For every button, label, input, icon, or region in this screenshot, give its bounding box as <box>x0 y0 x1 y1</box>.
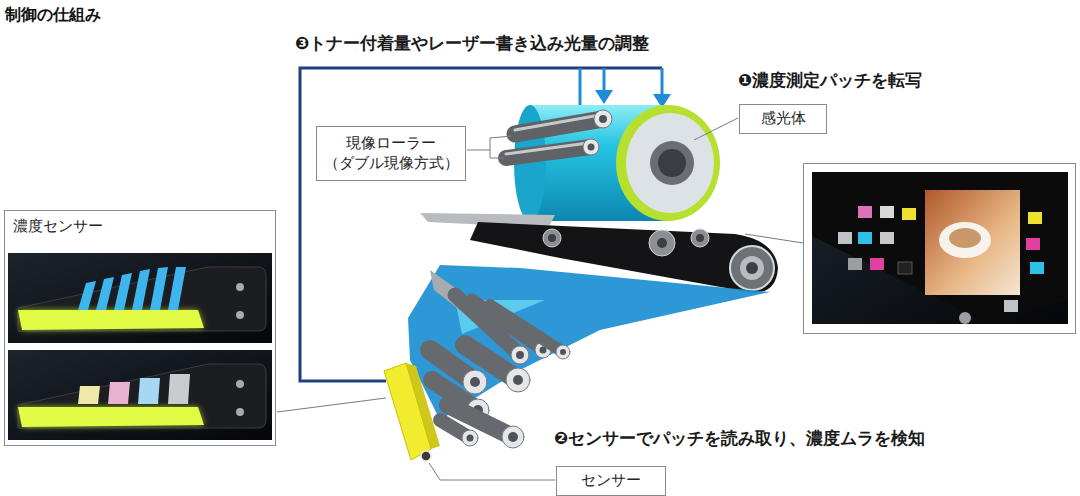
leader-line <box>745 234 803 243</box>
density-sensor-image <box>168 267 186 310</box>
roller-cluster <box>467 435 474 442</box>
transfer-belt <box>696 234 704 242</box>
leader-line <box>277 398 386 412</box>
part-label-box: センサー <box>556 466 666 496</box>
feedback-line <box>661 68 664 96</box>
developing-roller <box>594 110 612 128</box>
inset-photo <box>858 206 872 218</box>
developing-roller <box>583 139 599 155</box>
transfer-belt <box>649 230 675 256</box>
inset-photo <box>949 228 981 248</box>
transfer-belt <box>730 246 774 290</box>
inset-photo <box>1030 262 1044 274</box>
step-label: ❷センサーでパッチを読み取り、濃度ムラを検知 <box>554 427 925 449</box>
leader-line <box>467 136 512 158</box>
density-sensor-image <box>78 386 100 404</box>
roller-cluster <box>560 349 566 355</box>
transfer-belt <box>740 256 764 280</box>
sensor <box>384 363 431 460</box>
inset-photo <box>870 258 884 270</box>
roller-cluster <box>508 432 518 442</box>
roller-cluster <box>472 300 543 350</box>
roller-cluster <box>556 345 570 359</box>
inset-photo <box>880 232 894 244</box>
photoreceptor-drum <box>650 141 694 185</box>
roller-cluster <box>513 375 523 385</box>
roller-cluster <box>502 426 524 448</box>
part-label-box: 感光体 <box>739 104 827 134</box>
image-panel: 濃度センサー <box>4 210 276 446</box>
roller-cluster <box>516 351 524 359</box>
photoreceptor-drum <box>616 105 720 221</box>
transfer-belt <box>657 238 667 248</box>
box-text: 現像ローラー （ダブル現像方式） <box>323 134 459 173</box>
transfer-belt <box>746 262 758 274</box>
density-sensor-image <box>8 253 272 343</box>
inset-photo <box>812 172 1068 324</box>
photoreceptor-drum <box>514 105 720 221</box>
step-label: ❸トナー付着量やレーザー書き込み光量の調整 <box>295 32 649 54</box>
inset-photo <box>902 208 916 220</box>
inset-photo <box>939 222 991 258</box>
inset-photo <box>838 232 852 244</box>
inset-photo <box>848 258 862 270</box>
density-sensor-image <box>150 267 168 310</box>
inset-photo <box>880 206 894 218</box>
paper-path <box>408 265 770 420</box>
photoreceptor-drum <box>626 113 714 213</box>
roller-cluster <box>490 305 563 352</box>
leader-line <box>277 118 803 480</box>
leader-line <box>694 118 738 140</box>
transfer-belt <box>691 229 709 247</box>
density-sensor-image <box>78 267 186 310</box>
inset-photo <box>1028 212 1042 224</box>
transfer-belt <box>548 234 556 242</box>
feedback-line <box>603 68 606 92</box>
sensor <box>421 451 431 461</box>
paper-path <box>408 265 770 420</box>
roller-cluster <box>506 368 530 392</box>
feedback-line <box>595 90 613 104</box>
diagram-title: 制御の仕組み <box>5 5 101 26</box>
roller-cluster <box>462 430 478 446</box>
density-sensor-image <box>168 374 190 404</box>
density-sensor-image <box>78 281 96 310</box>
inset-photo <box>804 164 1076 334</box>
inset-photo <box>858 232 872 244</box>
density-sensor-image <box>8 350 272 440</box>
density-sensor-image <box>132 269 150 310</box>
developing-roller <box>588 144 595 151</box>
inset-photo <box>804 164 1076 334</box>
roller-cluster <box>511 346 529 364</box>
sensor <box>384 363 440 461</box>
roller-cluster <box>470 377 480 387</box>
density-sensor-image <box>78 374 190 404</box>
box-text: 濃度センサー <box>13 217 103 237</box>
roller-cluster <box>430 295 570 448</box>
step-label: ❶濃度測定パッチを転写 <box>738 69 922 91</box>
inset-photo <box>1004 300 1018 312</box>
developing-roller <box>506 110 612 158</box>
density-sensor-image <box>96 277 114 310</box>
transfer-belt <box>543 229 561 247</box>
inset-photo <box>925 190 1020 295</box>
box-text: 感光体 <box>761 109 806 129</box>
leader-line <box>429 463 555 480</box>
inset-photo <box>1026 238 1040 250</box>
photoreceptor-drum <box>658 149 686 177</box>
box-text: センサー <box>581 471 641 491</box>
inset-photo <box>898 262 912 274</box>
developing-roller <box>506 143 588 154</box>
part-label-box: 現像ローラー （ダブル現像方式） <box>316 126 466 181</box>
developing-roller <box>515 115 600 130</box>
density-sensor-image <box>138 378 160 404</box>
inset-photo <box>959 312 971 324</box>
inset-photo <box>812 172 1068 324</box>
density-sensor-image <box>114 273 132 310</box>
density-sensor-image <box>108 382 130 404</box>
developing-roller <box>599 115 607 123</box>
roller-cluster <box>463 370 487 394</box>
density-sensor-image <box>8 253 272 440</box>
